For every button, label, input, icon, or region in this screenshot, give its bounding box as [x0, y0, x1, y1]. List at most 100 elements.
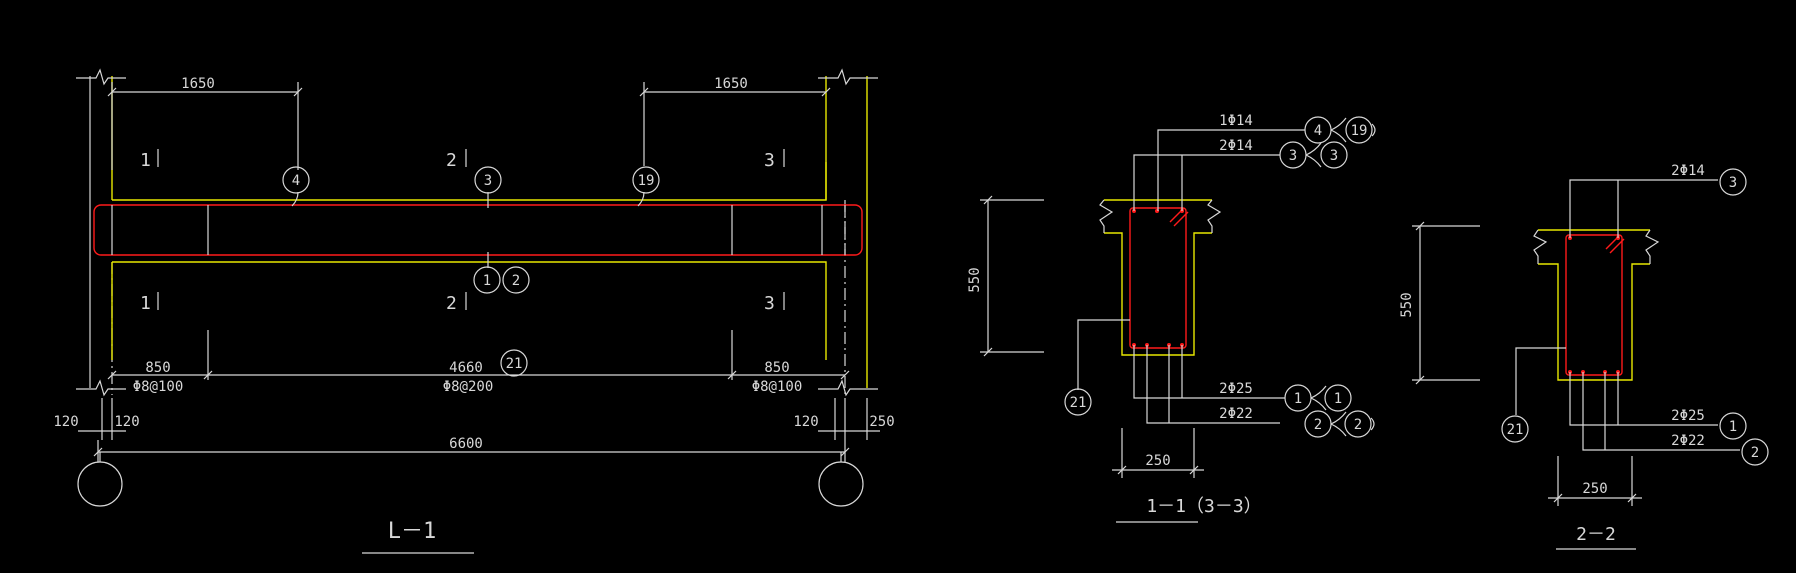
leader-stirrup	[1077, 319, 1130, 390]
bubble-19-label: 19	[1351, 123, 1368, 139]
beam-rebar-cage[interactable]	[93, 204, 863, 256]
right-break-bottom	[818, 379, 878, 397]
section2-bars	[1568, 236, 1620, 374]
dim-bottom-right: 850	[764, 360, 789, 376]
bubble-21[interactable]	[1501, 415, 1529, 443]
section-mark-2-bottom: 2	[446, 293, 457, 314]
right-break-top	[818, 68, 878, 86]
label-bot1: 2Φ25	[1671, 408, 1705, 424]
dim-top-right: 1650	[714, 76, 748, 92]
section-mark-1-bottom: 1	[140, 293, 151, 314]
bubble-21-label: 21	[1070, 395, 1087, 411]
support-left-b: 120	[114, 414, 139, 430]
bubble-4-label: 4	[1314, 123, 1322, 139]
bubble-4-label: 4	[292, 173, 300, 189]
dim-width: 250	[1145, 453, 1170, 469]
left-break-top	[76, 68, 126, 86]
support-right-b: 250	[869, 414, 894, 430]
section1-stirrup[interactable]	[1129, 207, 1187, 349]
bubble-3-label: 3	[1729, 175, 1737, 191]
label-bot2: 2Φ22	[1671, 433, 1705, 449]
stirrup-spacing-right: Φ8@100	[752, 379, 803, 395]
section-mark-3-bottom: 3	[764, 293, 775, 314]
bubble-2[interactable]	[502, 266, 530, 294]
bubble-1b-label: 1	[1334, 391, 1342, 407]
bubble-3[interactable]	[474, 166, 502, 194]
dim-tick	[293, 87, 303, 97]
dim-tick	[821, 87, 831, 97]
left-break-bottom	[76, 379, 126, 397]
break-left	[1099, 199, 1114, 233]
dim-bottom-mid: 4660	[449, 360, 483, 376]
bubble-4[interactable]	[282, 166, 310, 194]
leader-bot2	[1146, 345, 1280, 424]
break-left	[1533, 229, 1548, 264]
dim-width: 250	[1582, 481, 1607, 497]
bubble-2b[interactable]	[1344, 410, 1372, 438]
bubble-2-label: 2	[512, 273, 520, 289]
break-right	[1207, 199, 1222, 233]
support-right-a: 120	[793, 414, 818, 430]
bubble-3[interactable]	[1719, 168, 1747, 196]
leader	[291, 191, 299, 207]
dim-bottom-left: 850	[145, 360, 170, 376]
leader-top1	[1569, 179, 1718, 238]
section-mark-1-top: 1	[140, 150, 151, 171]
slab-bottom-outline	[112, 261, 827, 360]
section1-title: 1－1（3－3）	[1146, 496, 1261, 517]
section-2-2: 550 2Φ14 3 2Φ25 2Φ22 1 2 21	[1399, 163, 1769, 550]
axis-bubble-right[interactable]	[818, 461, 864, 507]
bubble-3b[interactable]	[1320, 141, 1348, 169]
section-cut-marks: 1 2 3 1 2 3	[140, 149, 785, 314]
bubble-21-label: 21	[506, 356, 523, 372]
bubble-1b[interactable]	[1324, 384, 1352, 412]
bubble-1[interactable]	[473, 266, 501, 294]
beam-elevation: 1650 1650 4 3 19 1 2 21 1 2 3	[53, 68, 895, 554]
web-outline	[1104, 232, 1212, 356]
leader-top1	[1157, 129, 1305, 211]
label-bot2: 2Φ22	[1219, 406, 1253, 422]
section-1-1: 550 1Φ14 2Φ14 4 19 3 3	[967, 113, 1376, 523]
section-mark-3-top: 3	[764, 150, 775, 171]
bubble-1[interactable]	[1719, 412, 1747, 440]
stirrup-spacing-mid: Φ8@200	[443, 379, 494, 395]
bubble-21[interactable]	[1064, 388, 1092, 416]
label-top1: 1Φ14	[1219, 113, 1253, 129]
bubble-1-label: 1	[483, 273, 491, 289]
bubble-2-label: 2	[1751, 445, 1759, 461]
support-left-a: 120	[53, 414, 78, 430]
leader-bot1	[1133, 345, 1285, 399]
label-top1: 2Φ14	[1671, 163, 1705, 179]
web-outline	[1538, 263, 1650, 381]
stirrup-spacing-left: Φ8@100	[133, 379, 184, 395]
bubble-21[interactable]	[500, 349, 528, 377]
leader	[637, 191, 645, 207]
bubble-2-label: 2	[1314, 417, 1322, 433]
section2-title: 2－2	[1576, 524, 1616, 545]
bubble-19[interactable]	[632, 166, 660, 194]
bubble-3-label: 3	[484, 173, 492, 189]
bubble-19[interactable]	[1345, 116, 1373, 144]
section1-bars	[1132, 209, 1184, 347]
dim-height: 550	[1399, 292, 1415, 317]
bubble-1-label: 1	[1729, 419, 1737, 435]
dim-height: 550	[967, 267, 983, 292]
bubble-21-label: 21	[1507, 422, 1524, 438]
elevation-title: L－1	[388, 519, 437, 544]
section-mark-2-top: 2	[446, 150, 457, 171]
dim-total: 6600	[449, 436, 483, 452]
leader-bot2	[1582, 372, 1740, 451]
bubble-2b-label: 2	[1354, 417, 1362, 433]
break-right	[1645, 229, 1660, 264]
section2-stirrup[interactable]	[1565, 234, 1623, 376]
dim-tick	[107, 87, 117, 97]
bubble-3b-label: 3	[1330, 148, 1338, 164]
axis-bubble-left[interactable]	[77, 461, 123, 507]
label-top2: 2Φ14	[1219, 138, 1253, 154]
bubble-2[interactable]	[1741, 438, 1769, 466]
dim-top-left: 1650	[181, 76, 215, 92]
dim-tick	[639, 87, 649, 97]
bubble-19-label: 19	[638, 173, 655, 189]
bubble-1-label: 1	[1294, 391, 1302, 407]
